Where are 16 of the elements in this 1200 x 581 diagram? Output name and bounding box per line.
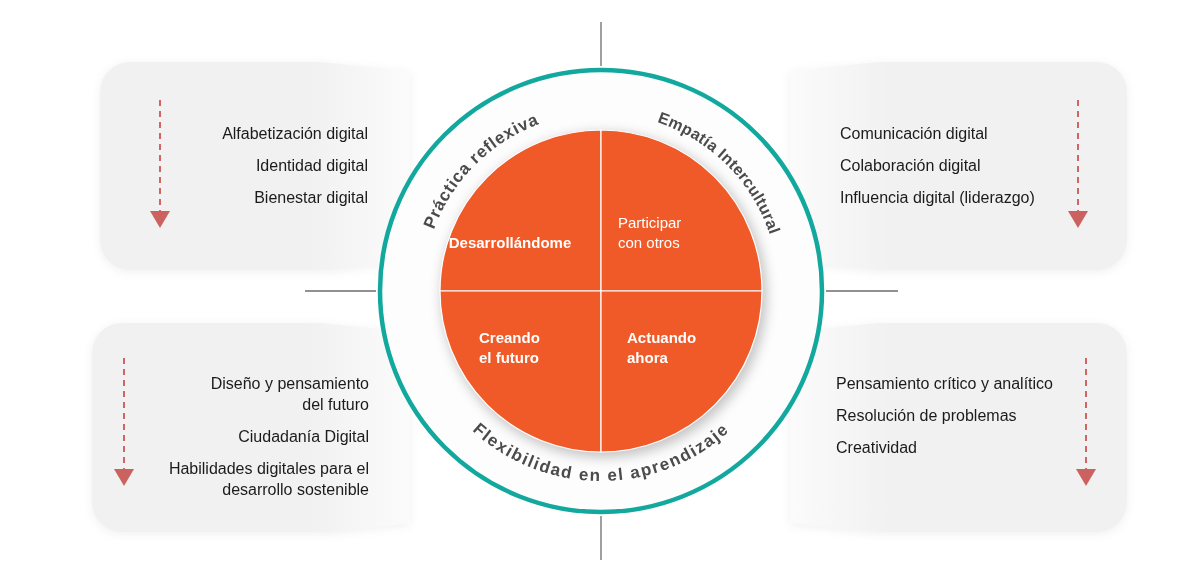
competency-text: Alfabetización digital <box>222 124 368 144</box>
competency-text: Diseño y pensamiento del futuro <box>209 374 369 415</box>
competency-text: Habilidades digitales para el desarrollo sostenible <box>167 459 369 500</box>
competency-text: Colaboración digital <box>840 156 981 176</box>
competency-text: Ciudadanía Digital <box>238 427 369 447</box>
quadrant-label: Participar con otros <box>618 213 683 253</box>
competency-text: Bienestar digital <box>254 188 368 208</box>
competency-text: Creatividad <box>836 438 917 458</box>
competency-text: Resolución de problemas <box>836 406 1017 426</box>
quadrant-label: Creando el futuro <box>479 328 541 368</box>
quadrant-label: Desarrollándome <box>448 233 572 253</box>
competency-text: Comunicación digital <box>840 124 988 144</box>
quadrant-label: Actuando ahora <box>627 328 698 368</box>
competency-text: Pensamiento crítico y analítico <box>836 374 1053 394</box>
competency-text: Influencia digital (liderazgo) <box>840 188 1035 208</box>
competency-text: Identidad digital <box>255 156 368 176</box>
